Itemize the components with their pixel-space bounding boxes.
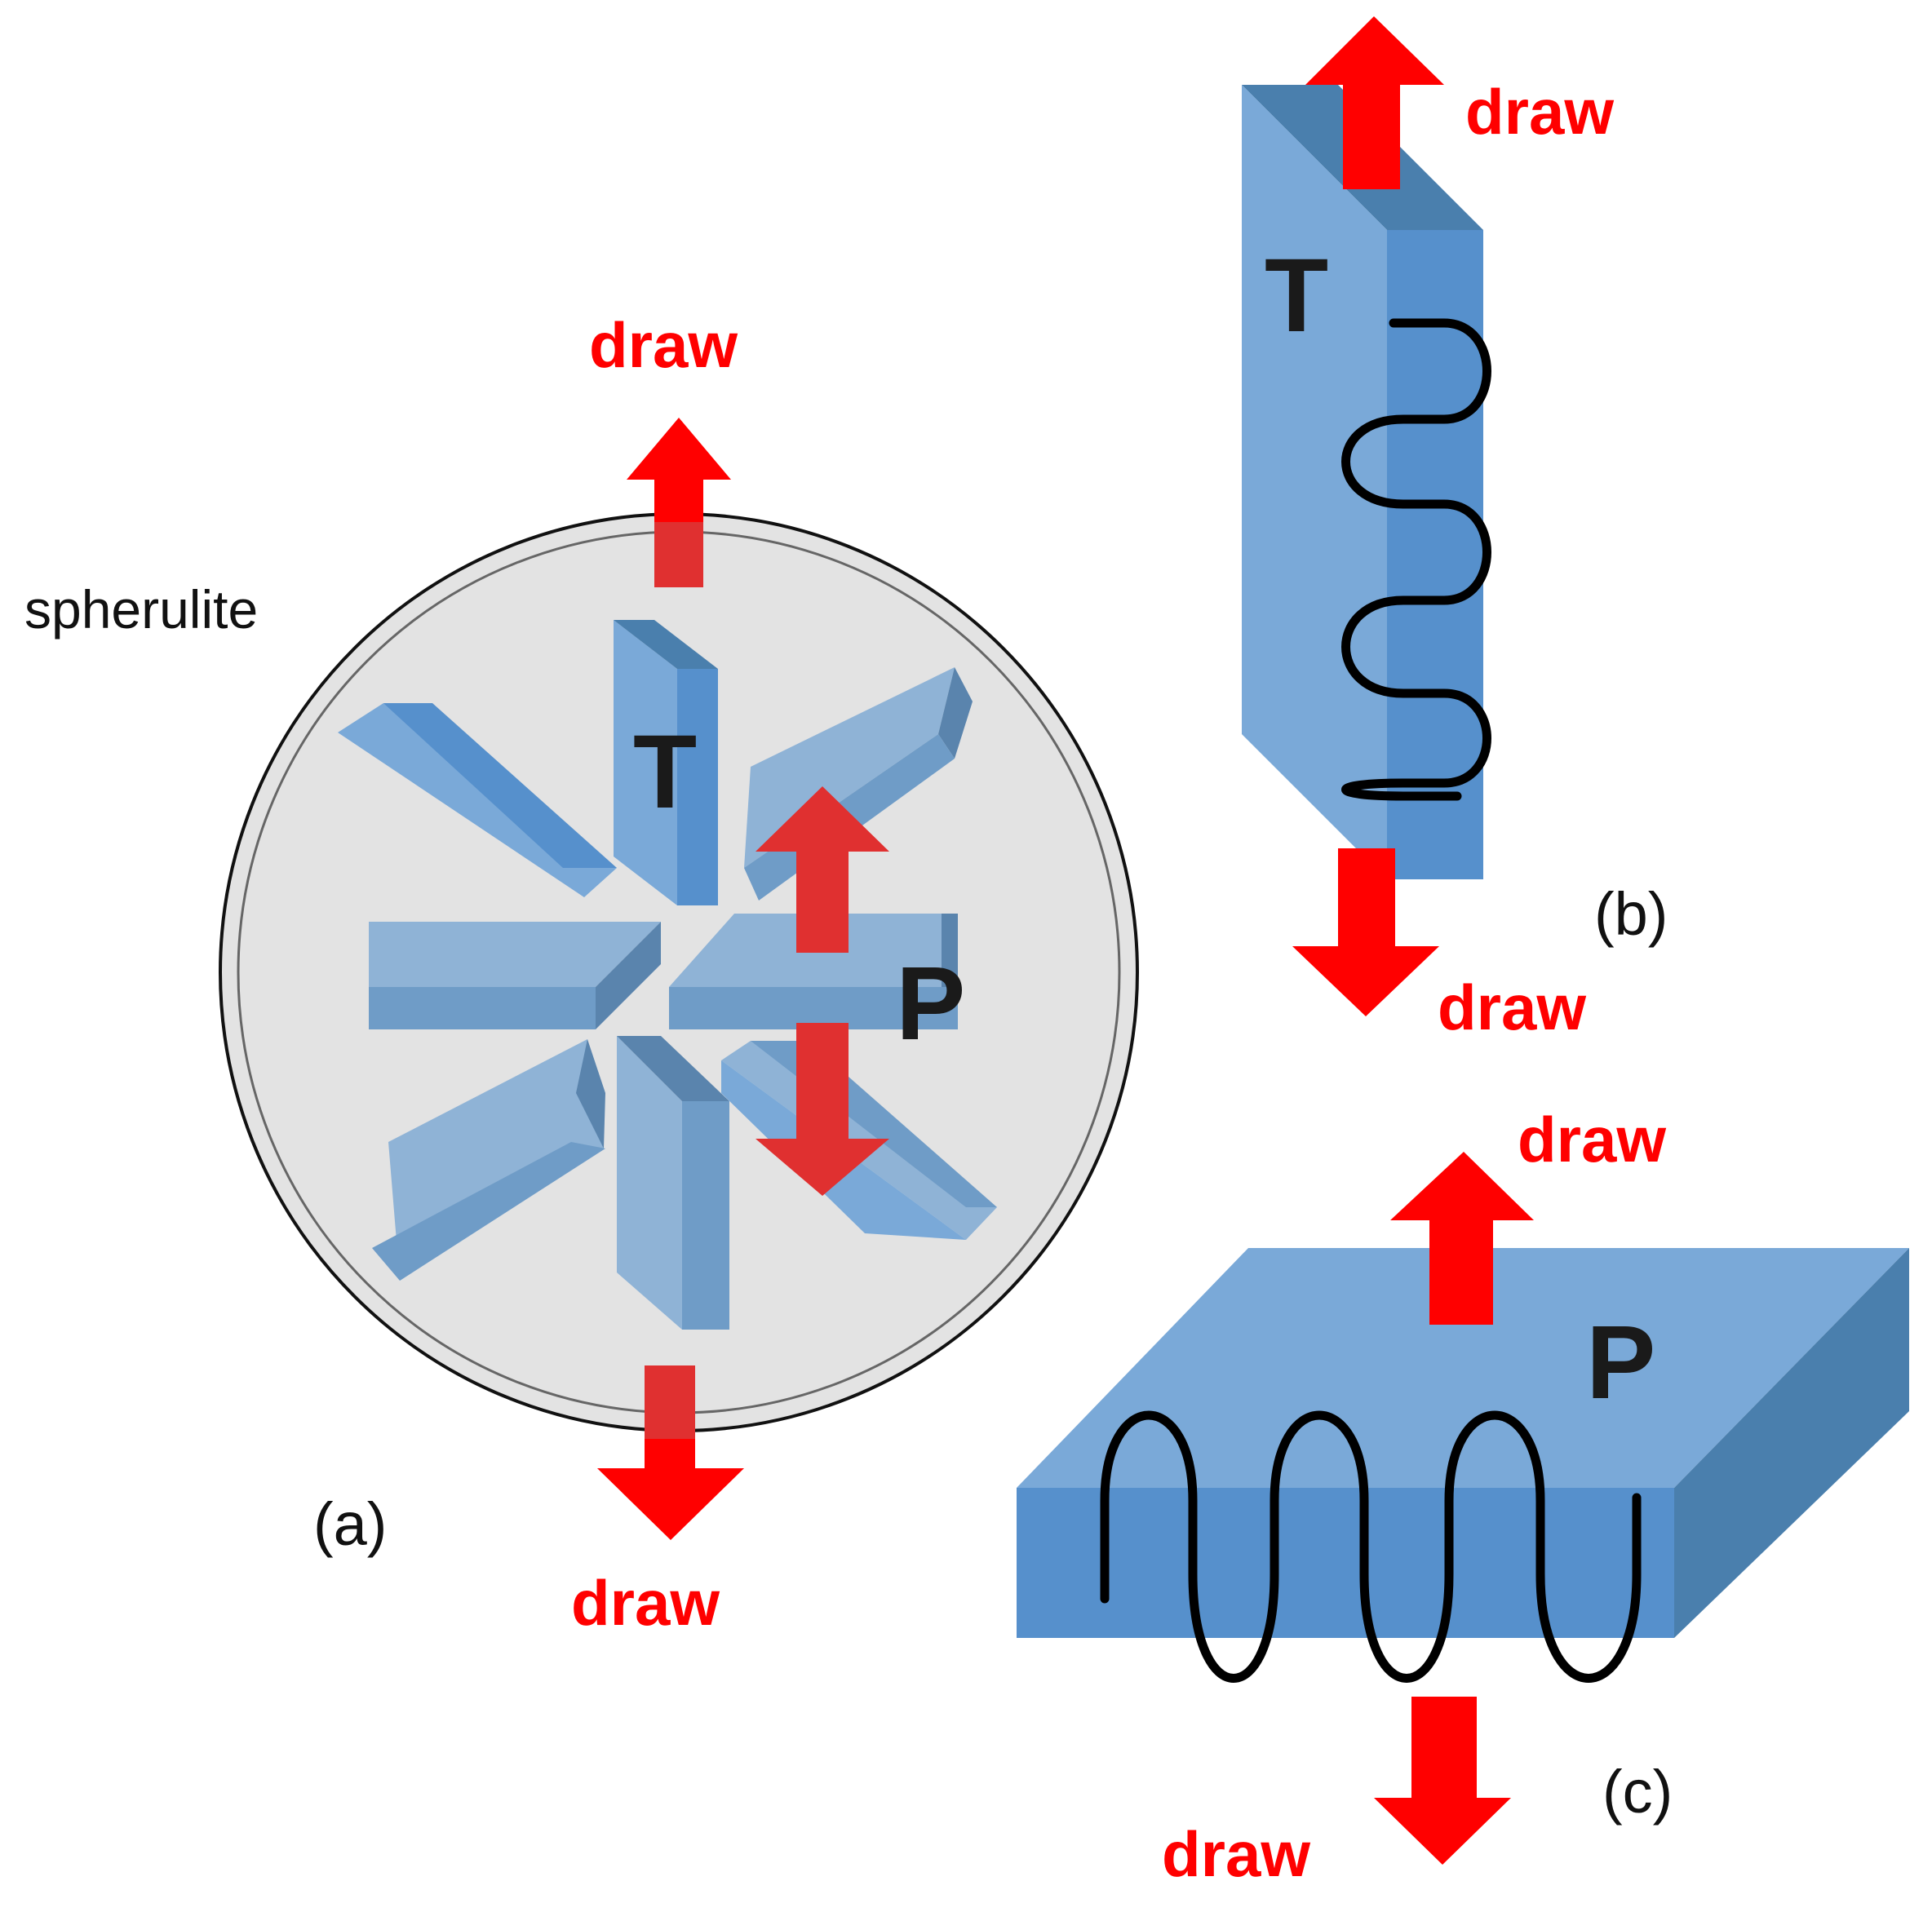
folded-chain-T [1341,318,1491,801]
lamella-P-front [1017,1488,1674,1638]
panel-c-P-lamella: P draw draw (c) [1017,1104,1909,1890]
lamella-P-side [1674,1248,1909,1638]
label-draw-top-b: draw [1465,76,1614,148]
panel-a-spherulite: T P spherulite draw draw (a) [24,309,1139,1639]
draw-arrow-up-b [1305,16,1444,189]
lamella-bottom [617,1036,729,1330]
folded-chain-P [1100,1410,1642,1683]
label-P-a: P [896,945,965,1062]
lamella-upper-left [338,703,617,897]
label-panel-a: (a) [313,1490,387,1558]
label-draw-bottom-a: draw [571,1567,720,1639]
draw-arrow-down-b [1292,848,1439,1016]
draw-arrow-double-a-lower [756,1023,889,1196]
draw-arrow-down-a-overlap [645,1365,695,1439]
draw-arrow-up-c [1390,1152,1534,1325]
label-T-a: T [633,714,697,830]
draw-arrow-up-a [627,418,731,587]
label-panel-c: (c) [1602,1758,1673,1826]
draw-arrow-down-a [597,1365,744,1540]
lamella-left [369,922,661,1029]
lamella-T-side [1387,230,1483,879]
draw-arrow-double-a [756,786,889,953]
draw-arrow-down-c [1374,1697,1511,1865]
lamella-top-T [614,620,718,905]
lamella-P-top [1017,1248,1909,1488]
lamella-lower-left [372,1039,605,1281]
panel-b-T-lamella: T draw draw (b) [1242,16,1668,1043]
lamella-P-block [1017,1248,1909,1638]
label-draw-bottom-b: draw [1438,971,1586,1043]
label-spherulite: spherulite [24,579,258,640]
draw-arrow-up-a-overlap [654,522,703,587]
label-draw-top-a: draw [589,309,738,381]
lamella-T-front [1242,85,1387,879]
label-P-c: P [1586,1304,1655,1421]
label-draw-top-c: draw [1518,1104,1666,1175]
lamella-T-block [1242,85,1483,879]
label-draw-bottom-c: draw [1162,1818,1310,1890]
label-panel-b: (b) [1594,880,1668,948]
label-T-b: T [1265,237,1328,354]
